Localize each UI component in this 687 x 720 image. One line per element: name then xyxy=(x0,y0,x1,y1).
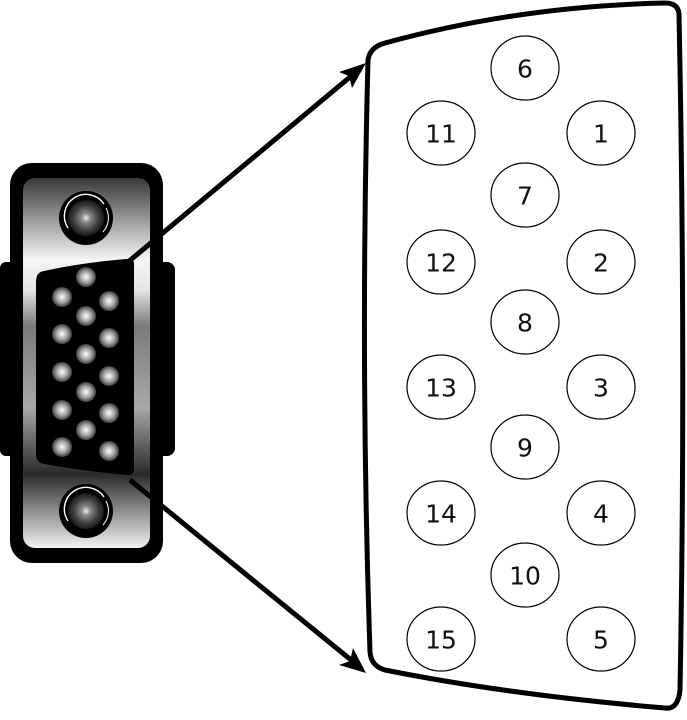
pin-label: 12 xyxy=(425,249,457,278)
pin-circle xyxy=(490,35,560,101)
pin-8: 8 xyxy=(490,289,560,355)
pin-label: 8 xyxy=(517,309,533,338)
pin-circle xyxy=(490,542,560,608)
vga-connector xyxy=(0,163,175,563)
pin-10: 10 xyxy=(490,542,560,608)
pin-2: 2 xyxy=(566,229,636,295)
connector-shell xyxy=(36,258,134,475)
pin-14: 14 xyxy=(406,480,476,546)
connector-pin-2 xyxy=(99,328,119,348)
connector-pin-11 xyxy=(52,287,72,307)
pin-13: 13 xyxy=(406,354,476,420)
connector-pins xyxy=(52,267,119,461)
pin-circle xyxy=(406,229,476,295)
connector-pin-10 xyxy=(76,420,96,440)
connector-pin-14 xyxy=(52,400,72,420)
pin-circle xyxy=(566,606,636,672)
connector-pin-6 xyxy=(76,267,96,287)
pin-label: 7 xyxy=(517,182,533,211)
pin-6: 6 xyxy=(490,35,560,101)
pin-12: 12 xyxy=(406,229,476,295)
connector-pin-3 xyxy=(99,366,119,386)
pin-7: 7 xyxy=(490,162,560,228)
pin-label: 2 xyxy=(593,249,609,278)
pin-label: 6 xyxy=(517,55,533,84)
pin-3: 3 xyxy=(566,354,636,420)
top-arrow xyxy=(126,63,366,264)
pin-label: 3 xyxy=(593,374,609,403)
connector-pin-9 xyxy=(76,382,96,402)
callout-arrows xyxy=(126,63,366,673)
pin-label: 15 xyxy=(425,626,457,655)
pin-9: 9 xyxy=(490,414,560,480)
pin-circle xyxy=(406,100,476,166)
pin-4: 4 xyxy=(566,480,636,546)
pin-label: 4 xyxy=(593,500,609,529)
pin-circle xyxy=(566,480,636,546)
bottom-arrowhead-icon xyxy=(339,648,366,673)
top-screw-icon xyxy=(59,191,113,245)
connector-pin-1 xyxy=(99,291,119,311)
pin-5: 5 xyxy=(566,606,636,672)
pin-circle xyxy=(566,354,636,420)
pin-label: 14 xyxy=(425,500,457,529)
pin-circle xyxy=(406,606,476,672)
pin-circle xyxy=(406,354,476,420)
connector-pin-15 xyxy=(52,437,72,457)
pin-label: 13 xyxy=(425,374,457,403)
pin-circle xyxy=(406,480,476,546)
pin-15: 15 xyxy=(406,606,476,672)
pin-label: 11 xyxy=(425,120,457,149)
pin-label: 10 xyxy=(509,562,541,591)
bottom-screw-icon xyxy=(59,484,113,538)
pin-11: 11 xyxy=(406,100,476,166)
pin-1: 1 xyxy=(566,100,636,166)
connector-pin-4 xyxy=(99,403,119,423)
top-arrowhead-icon xyxy=(339,63,366,88)
pin-label: 1 xyxy=(593,120,609,149)
bottom-arrow xyxy=(128,478,366,673)
pin-circle xyxy=(490,162,560,228)
connector-pin-12 xyxy=(52,324,72,344)
pin-label: 5 xyxy=(593,626,609,655)
pin-circle xyxy=(566,100,636,166)
pin-circle xyxy=(566,229,636,295)
connector-pin-13 xyxy=(52,362,72,382)
connector-pin-7 xyxy=(76,306,96,326)
connector-pin-8 xyxy=(76,344,96,364)
pin-circle xyxy=(490,414,560,480)
pin-circle xyxy=(490,289,560,355)
pin-label: 9 xyxy=(517,434,533,463)
connector-pin-5 xyxy=(99,441,119,461)
